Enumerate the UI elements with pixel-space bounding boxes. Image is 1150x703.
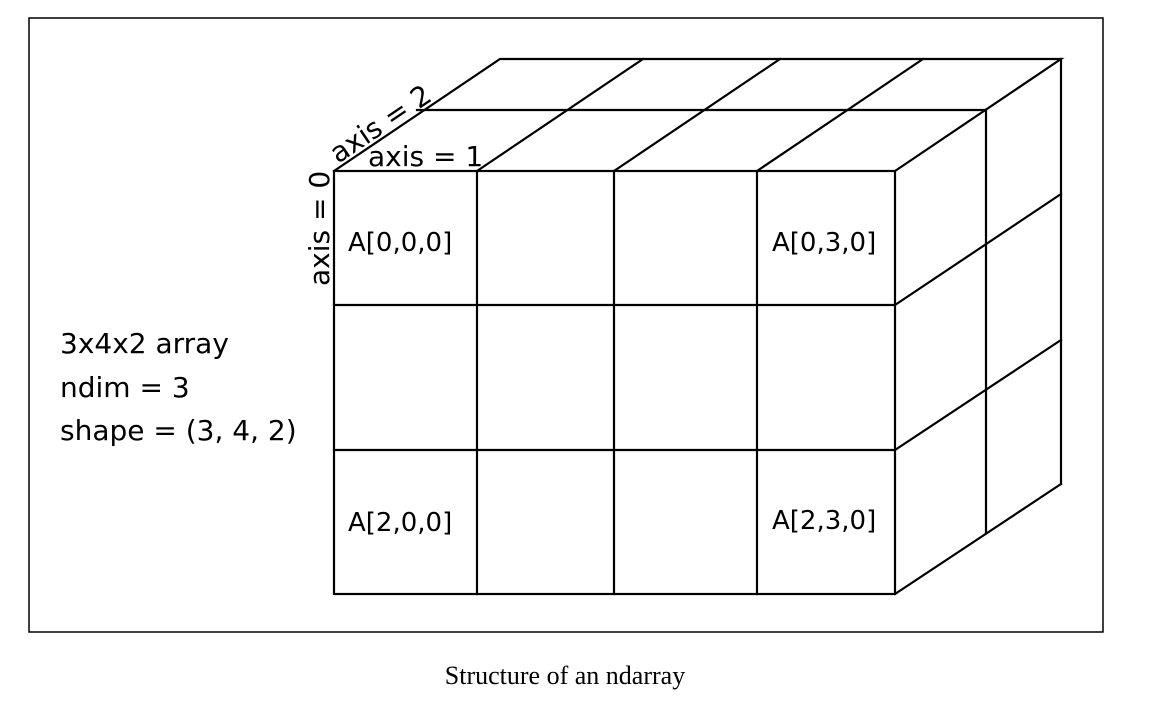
top-diag-3 (755, 57, 925, 173)
right-bottom-edge (893, 482, 1063, 596)
right-hline-1 (893, 192, 1063, 307)
info-ndim: ndim = 3 (60, 371, 190, 404)
top-diag-1 (475, 57, 645, 173)
axis0-label: axis = 0 (303, 171, 336, 286)
figure-caption: Structure of an ndarray (445, 661, 685, 690)
axis1-label: axis = 1 (368, 140, 483, 173)
cell-label-a230: A[2,3,0] (772, 506, 876, 536)
cube-grid (332, 57, 1065, 596)
info-array-size: 3x4x2 array (60, 327, 229, 360)
top-diag-2 (612, 57, 782, 173)
info-shape: shape = (3, 4, 2) (60, 414, 297, 447)
cell-label-a000: A[0,0,0] (348, 228, 452, 258)
figure-frame (28, 17, 1104, 633)
cell-label-a200: A[2,0,0] (348, 508, 452, 538)
right-hline-2 (893, 338, 1063, 452)
cell-label-a030: A[0,3,0] (772, 228, 876, 258)
